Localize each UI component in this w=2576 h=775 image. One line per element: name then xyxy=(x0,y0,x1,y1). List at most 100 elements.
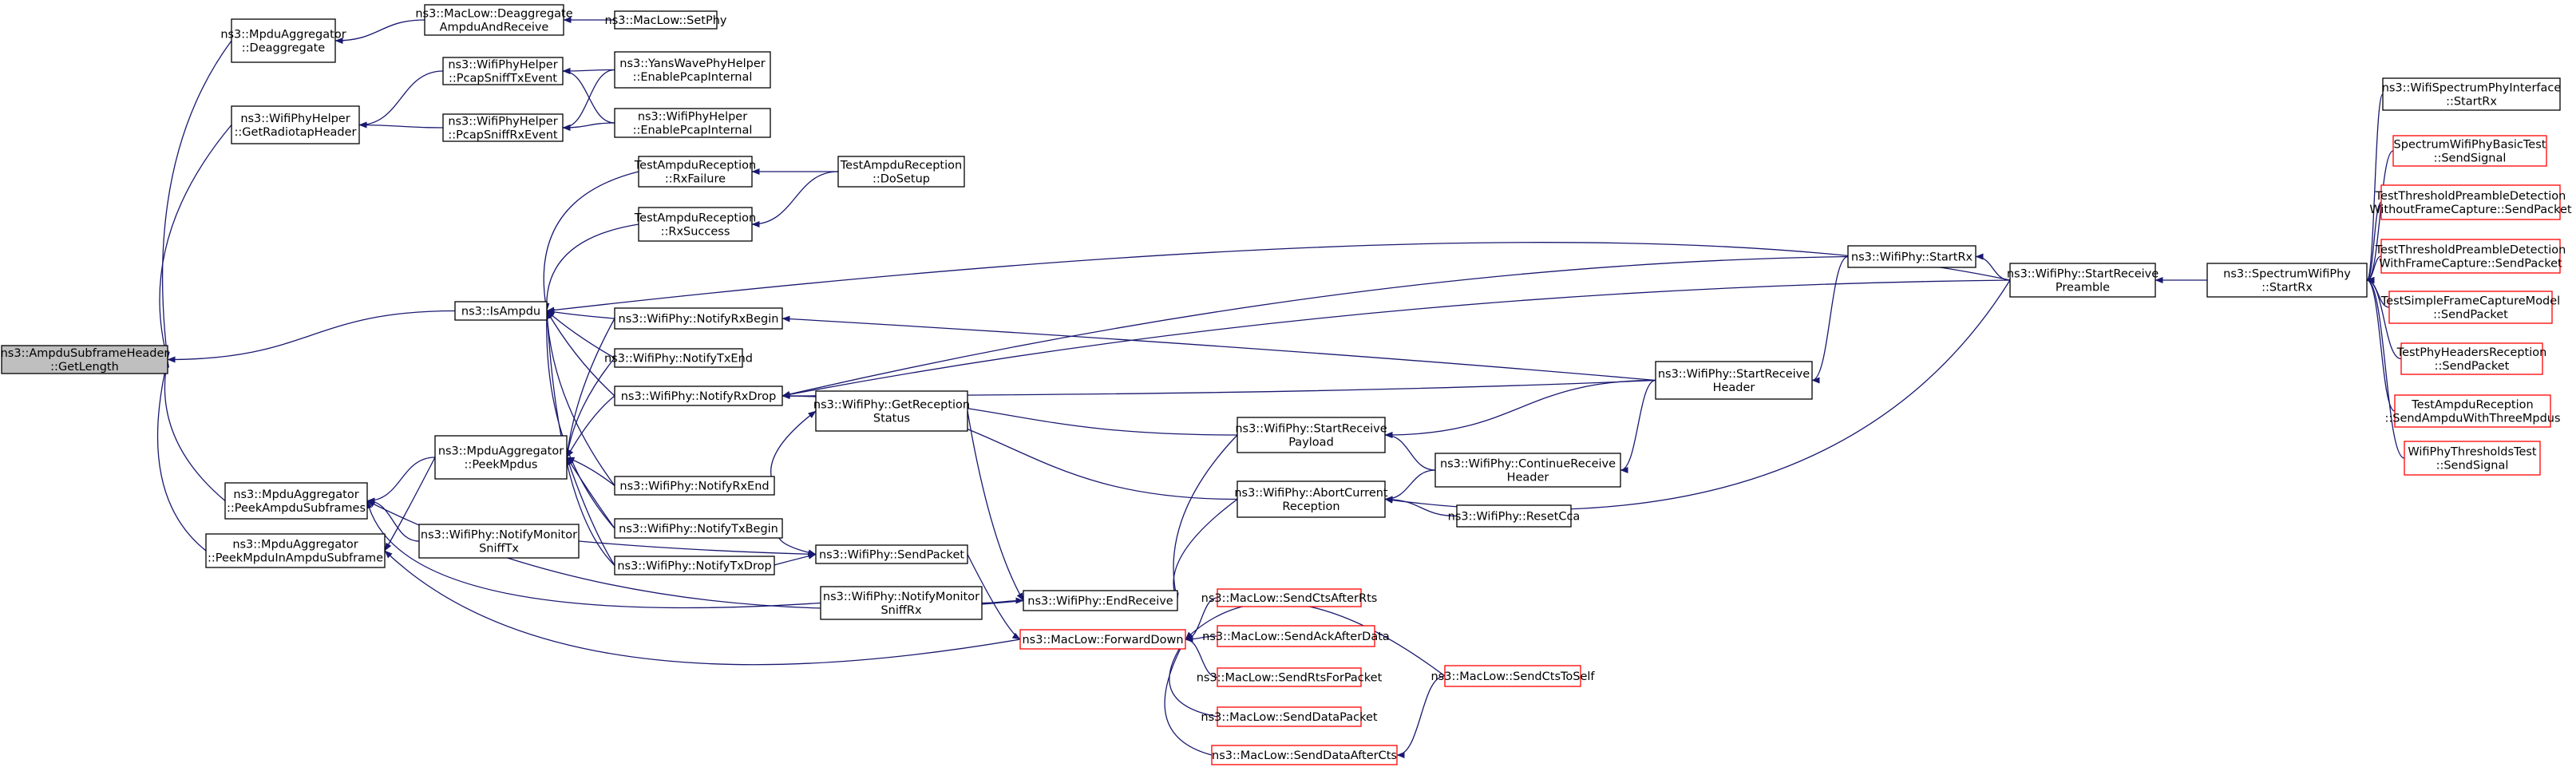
graph-node[interactable]: ns3::WifiPhyHelper::PcapSniffTxEvent xyxy=(442,57,564,85)
graph-node[interactable]: TestPhyHeadersReception::SendPacket xyxy=(2396,342,2547,375)
call-edge xyxy=(1975,253,2011,281)
graph-node[interactable]: ns3::MpduAggregator::Deaggregate xyxy=(220,18,346,63)
graph-node[interactable]: ns3::YansWavePhyHelper::EnablePcapIntern… xyxy=(614,51,771,89)
graph-node[interactable]: ns3::WifiPhyHelper::EnablePcapInternal xyxy=(614,108,771,138)
graph-node[interactable]: ns3::WifiSpectrumPhyInterface::StartRx xyxy=(2382,77,2562,111)
graph-node[interactable]: TestAmpduReception::DoSetup xyxy=(837,156,965,188)
graph-node[interactable]: ns3::MacLow::SetPhy xyxy=(605,10,727,30)
call-edge xyxy=(562,69,615,131)
call-edge xyxy=(566,457,615,487)
call-edge xyxy=(2366,93,2384,283)
node-box xyxy=(1217,588,1362,607)
node-label: ns3::SpectrumWifiPhy xyxy=(2223,268,2351,281)
graph-node[interactable]: ns3::MacLow::SendRtsForPacket xyxy=(1197,667,1383,687)
graph-node[interactable]: TestThresholdPreambleDetectionWithoutFra… xyxy=(2369,184,2572,220)
node-box xyxy=(820,586,983,620)
nodes-layer: ns3::AmpduSubframeHeader::GetLengthns3::… xyxy=(1,4,2572,765)
graph-node[interactable]: TestSimpleFrameCaptureModel::SendPacket xyxy=(2380,291,2560,324)
graph-node[interactable]: ns3::MacLow::SendCtsAfterRts xyxy=(1201,588,1378,607)
graph-node[interactable]: ns3::WifiPhy::EndReceive xyxy=(1023,590,1178,611)
node-label: ns3::MacLow::SetPhy xyxy=(605,14,727,27)
graph-node[interactable]: ns3::WifiPhyHelper::PcapSniffRxEvent xyxy=(442,113,564,142)
node-label: ns3::WifiPhyHelper xyxy=(638,111,747,124)
graph-node[interactable]: TestThresholdPreambleDetectionWithFrameC… xyxy=(2375,239,2566,274)
graph-node[interactable]: ns3::WifiPhy::StartRx xyxy=(1847,245,1977,268)
graph-node[interactable]: ns3::WifiPhy::NotifyTxEnd xyxy=(604,348,753,368)
graph-node[interactable]: ns3::WifiPhy::SendPacket xyxy=(815,544,968,564)
graph-node[interactable]: ns3::WifiPhy::NotifyTxDrop xyxy=(614,556,775,575)
node-label: TestPhyHeadersReception xyxy=(2396,346,2547,359)
node-box xyxy=(815,544,968,564)
call-edge xyxy=(564,318,615,458)
node-label: ns3::WifiPhy::StartReceive xyxy=(2007,268,2159,281)
node-label: ns3::MpduAggregator xyxy=(233,488,358,501)
graph-node[interactable]: ns3::MpduAggregator::PeekMpdus xyxy=(434,435,568,480)
node-label: ::GetLength xyxy=(50,361,119,374)
graph-node[interactable]: ns3::WifiPhy::NotifyRxBegin xyxy=(614,307,783,330)
node-box xyxy=(614,51,771,89)
node-label: Header xyxy=(1507,472,1549,484)
call-edge xyxy=(782,315,1656,382)
call-edge xyxy=(163,359,226,501)
call-edge xyxy=(366,457,436,504)
graph-node[interactable]: ns3::WifiPhy::ResetCca xyxy=(1448,504,1581,528)
graph-node[interactable]: ns3::MacLow::ForwardDown xyxy=(1019,629,1186,650)
node-label: ::Deaggregate xyxy=(242,42,325,55)
call-edge xyxy=(546,242,2011,314)
call-edge xyxy=(1620,379,1656,473)
graph-node[interactable]: ns3::MacLow::SendDataAfterCts xyxy=(1211,745,1398,765)
graph-node[interactable]: TestAmpduReception::RxSuccess xyxy=(634,207,756,242)
graph-node[interactable]: ns3::IsAmpdu xyxy=(454,301,548,321)
node-label: TestAmpduReception xyxy=(634,160,756,172)
graph-node[interactable]: ns3::MacLow::SendAckAfterData xyxy=(1202,625,1390,647)
node-label: ::PcapSniffTxEvent xyxy=(449,73,557,85)
call-edge xyxy=(967,410,1024,601)
node-label: ::PeekAmpduSubframes xyxy=(227,502,366,515)
call-edge xyxy=(384,550,1021,666)
graph-node[interactable]: TestAmpduReception::SendAmpduWithThreeMp… xyxy=(2384,394,2561,428)
graph-node[interactable]: ns3::WifiPhy::NotifyTxBegin xyxy=(614,518,783,539)
node-label: AmpduAndReceive xyxy=(440,22,549,34)
graph-node[interactable]: ns3::WifiPhyHelper::GetRadiotapHeader xyxy=(231,105,360,144)
call-edge xyxy=(1384,379,1656,438)
node-label: ns3::MacLow::SendCtsToSelf xyxy=(1430,670,1595,683)
graph-node[interactable]: SpectrumWifiPhyBasicTest::SendSignal xyxy=(2392,135,2547,167)
node-box xyxy=(614,518,783,539)
node-label: TestThresholdPreambleDetection xyxy=(2375,190,2566,203)
graph-node[interactable]: ns3::MpduAggregator::PeekMpduInAmpduSubf… xyxy=(205,533,386,568)
call-edge xyxy=(384,457,436,552)
graph-node[interactable]: ns3::SpectrumWifiPhy::StartRx xyxy=(2206,263,2368,298)
node-box xyxy=(2404,441,2541,476)
graph-node[interactable]: WifiPhyThresholdsTest::SendSignal xyxy=(2404,441,2541,476)
graph-node[interactable]: ns3::MpduAggregator::PeekAmpduSubframes xyxy=(224,482,368,520)
call-edge xyxy=(2366,277,2405,459)
graph-node[interactable]: ns3::MacLow::SendCtsToSelf xyxy=(1430,665,1595,687)
node-label: TestAmpduReception xyxy=(840,160,962,172)
graph-node[interactable]: ns3::WifiPhy::NotifyRxEnd xyxy=(614,476,775,496)
node-box xyxy=(1217,667,1362,687)
node-box xyxy=(442,57,564,85)
node-label: TestThresholdPreambleDetection xyxy=(2375,244,2566,257)
node-box xyxy=(2382,77,2561,111)
graph-node[interactable]: TestAmpduReception::RxFailure xyxy=(634,156,756,188)
node-label: Payload xyxy=(1288,437,1334,449)
node-box xyxy=(434,435,568,480)
graph-node[interactable]: ns3::MacLow::SendDataPacket xyxy=(1201,706,1378,727)
node-box xyxy=(1019,629,1186,650)
node-box xyxy=(2392,135,2547,167)
node-label: ns3::WifiPhy::AbortCurrent xyxy=(1234,487,1388,500)
node-label: ::SendSignal xyxy=(2436,460,2509,473)
call-edge xyxy=(2366,150,2394,283)
node-label: SniffTx xyxy=(479,543,519,556)
node-label: SniffRx xyxy=(880,604,921,617)
graph-node[interactable]: ns3::WifiPhy::NotifyRxDrop xyxy=(614,386,783,406)
